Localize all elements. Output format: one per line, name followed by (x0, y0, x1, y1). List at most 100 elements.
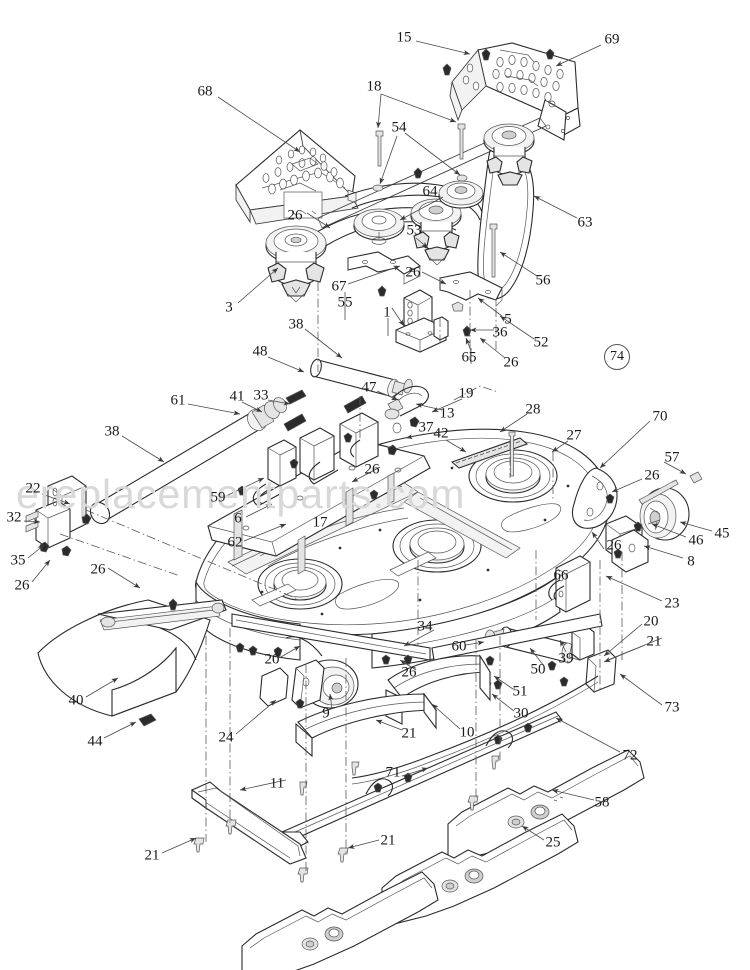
callout-9[interactable]: 9 (322, 705, 330, 722)
belt-and-pulley-assembly (265, 117, 547, 303)
spindle-pulley-right (483, 123, 535, 186)
callout-73[interactable]: 73 (664, 699, 680, 716)
callout-28[interactable]: 28 (525, 401, 541, 418)
callout-26[interactable]: 26 (14, 577, 30, 594)
callout-71[interactable]: 71 (385, 764, 401, 781)
callout-21[interactable]: 21 (401, 725, 417, 742)
roller-lower-38 (89, 389, 307, 525)
callout-64[interactable]: 64 (422, 183, 438, 200)
callout-20[interactable]: 20 (643, 613, 659, 630)
callout-69[interactable]: 69 (604, 31, 620, 48)
callout-19[interactable]: 19 (458, 385, 474, 402)
callout-18[interactable]: 18 (366, 78, 382, 95)
callout-26[interactable]: 26 (503, 354, 519, 371)
deck-frame-lower (231, 613, 603, 849)
callout-70[interactable]: 70 (652, 408, 668, 425)
callout-6[interactable]: 6 (234, 510, 242, 527)
callout-13[interactable]: 13 (439, 405, 455, 422)
callout-40[interactable]: 40 (68, 692, 84, 709)
callout-38[interactable]: 38 (104, 423, 120, 440)
callout-26[interactable]: 26 (405, 264, 421, 281)
callout-74[interactable]: 74 (604, 344, 630, 370)
callout-63[interactable]: 63 (577, 214, 593, 231)
callout-48[interactable]: 48 (252, 343, 268, 360)
callout-54[interactable]: 54 (391, 119, 407, 136)
callout-21[interactable]: 21 (646, 633, 662, 650)
assembly-centerlines (59, 282, 623, 874)
callout-47[interactable]: 47 (361, 379, 377, 396)
callout-20[interactable]: 20 (264, 651, 280, 668)
callout-21[interactable]: 21 (380, 832, 396, 849)
deck-hanger-right (548, 467, 618, 613)
callout-26[interactable]: 26 (644, 467, 660, 484)
callout-38[interactable]: 38 (288, 316, 304, 333)
callout-1[interactable]: 1 (383, 304, 391, 321)
fastener-group-top (442, 48, 555, 76)
mower-blade-top (447, 749, 645, 861)
callout-46[interactable]: 46 (688, 532, 704, 549)
callout-53[interactable]: 53 (406, 222, 422, 239)
callout-42[interactable]: 42 (433, 425, 449, 442)
mower-blade-bottom (241, 871, 439, 970)
callout-44[interactable]: 44 (87, 733, 103, 750)
callout-61[interactable]: 61 (170, 392, 186, 409)
callout-26[interactable]: 26 (401, 664, 417, 681)
part-42-strip (450, 437, 529, 469)
callout-23[interactable]: 23 (664, 595, 680, 612)
callout-58[interactable]: 58 (594, 794, 610, 811)
callout-32[interactable]: 32 (6, 509, 22, 526)
callout-33[interactable]: 33 (253, 387, 269, 404)
callout-3[interactable]: 3 (225, 299, 233, 316)
callout-8[interactable]: 8 (687, 553, 695, 570)
leader-lines-plain (344, 292, 663, 661)
spindle-pulley-53 (410, 198, 462, 266)
callout-66[interactable]: 66 (553, 567, 569, 584)
callout-17[interactable]: 17 (312, 514, 328, 531)
leader-lines (23, 40, 713, 854)
callout-41[interactable]: 41 (229, 388, 245, 405)
callout-26[interactable]: 26 (90, 561, 106, 578)
callout-5[interactable]: 5 (504, 311, 512, 328)
callout-10[interactable]: 10 (459, 724, 475, 741)
callout-51[interactable]: 51 (512, 683, 528, 700)
callout-50[interactable]: 50 (530, 661, 546, 678)
callout-22[interactable]: 22 (25, 480, 41, 497)
callout-11[interactable]: 11 (269, 775, 285, 792)
callout-26[interactable]: 26 (287, 207, 303, 224)
callout-30[interactable]: 30 (513, 705, 529, 722)
callout-59[interactable]: 59 (210, 489, 226, 506)
callout-24[interactable]: 24 (218, 729, 234, 746)
part-68-baffle (235, 129, 359, 225)
roller-upper-38 (310, 358, 413, 398)
bolt-group-18-54 (372, 123, 498, 278)
idler-pulley-64 (353, 208, 405, 245)
part-69-baffle (449, 42, 581, 141)
callout-34[interactable]: 34 (417, 618, 433, 635)
callout-62[interactable]: 62 (227, 534, 243, 551)
callout-27[interactable]: 27 (566, 427, 582, 444)
callout-55[interactable]: 55 (337, 294, 353, 311)
callout-57[interactable]: 57 (664, 449, 680, 466)
callout-45[interactable]: 45 (714, 525, 730, 542)
callout-60[interactable]: 60 (451, 638, 467, 655)
callout-36[interactable]: 36 (492, 324, 508, 341)
callout-72[interactable]: 72 (622, 747, 638, 764)
callout-68[interactable]: 68 (197, 83, 213, 100)
callout-15[interactable]: 15 (396, 29, 412, 46)
callout-25[interactable]: 25 (545, 834, 561, 851)
callout-35[interactable]: 35 (10, 552, 26, 569)
callout-39[interactable]: 39 (558, 650, 574, 667)
callout-21[interactable]: 21 (144, 847, 160, 864)
bottom-screws (193, 642, 503, 883)
spindle-housing-9 (259, 636, 359, 709)
callout-56[interactable]: 56 (535, 272, 551, 289)
callout-65[interactable]: 65 (461, 349, 477, 366)
callout-26[interactable]: 26 (606, 537, 622, 554)
pulley-upper-rear (438, 180, 484, 209)
callout-37[interactable]: 37 (418, 419, 434, 436)
callout-52[interactable]: 52 (533, 334, 549, 351)
callout-26[interactable]: 26 (364, 461, 380, 478)
callout-67[interactable]: 67 (331, 278, 347, 295)
